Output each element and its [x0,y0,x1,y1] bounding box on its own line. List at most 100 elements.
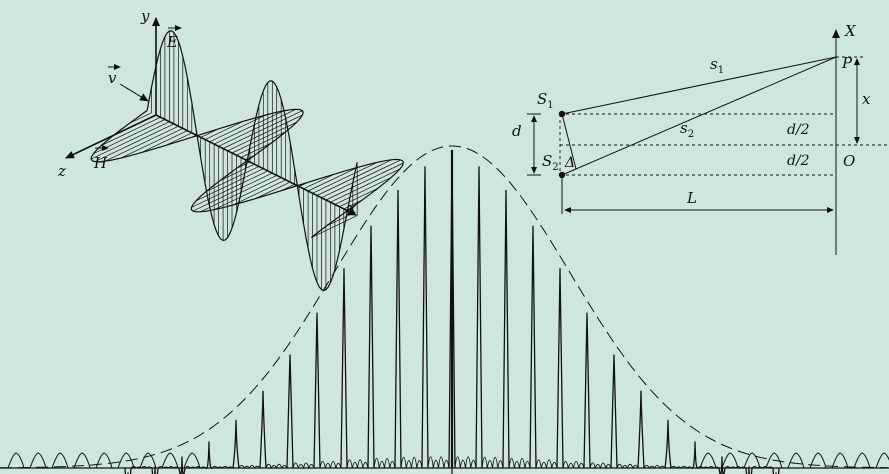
source-s2-dot [558,171,566,179]
interference-peak [556,268,564,469]
h-hatch-line [321,159,401,199]
interference-peak [691,441,699,469]
interference-peak [772,467,780,474]
interference-peak [178,456,186,474]
edge-ripple [7,452,25,469]
secondary-ripple [616,463,639,470]
interference-peaks [124,150,780,474]
x-axis-label: x [348,199,357,217]
interference-peak [151,466,159,474]
interference-peak [529,225,537,469]
edge-ripple [51,452,69,469]
source-s1-dot [558,110,566,118]
secondary-ripple [724,466,747,469]
h-hatch-line [231,121,297,154]
interference-pattern [0,145,889,474]
ray-s2 [561,56,837,176]
edge-ripple [809,452,827,469]
double-slit-diagram: X P x O d d/2 d/2 L Δ S1 S2 s1 s2 [512,22,889,255]
interference-peak [286,354,294,469]
edge-ripple [787,452,805,469]
secondary-ripple [670,465,693,469]
path-s2-label: s2 [680,119,694,140]
h-hatch-line [90,121,170,160]
secondary-ripple [400,456,423,469]
path-difference-line [561,113,577,170]
h-hatch-line [334,177,392,205]
h-hatch-line [213,110,284,145]
interference-peak [637,390,645,469]
edge-ripple [853,452,871,469]
h-hatch-line [200,175,277,213]
s1-label: S1 [537,90,554,111]
interference-peak [340,268,348,469]
secondary-ripple [238,464,261,469]
interference-peak [745,466,753,474]
h-hatch-line [209,114,266,143]
ray-s1 [561,56,837,115]
point-p-label: P [841,54,853,72]
h-hatch-line [307,167,358,192]
interference-peak [313,312,321,469]
interference-peak [583,312,591,469]
secondary-ripple [508,458,531,469]
edge-ripple [95,452,113,469]
velocity-arrow [119,83,149,102]
x-axis [155,114,357,216]
s2-label: S2 [542,152,559,173]
interference-peak [205,441,213,469]
edge-ripple [743,452,761,469]
em-wave-figure: y x z E H v [57,7,405,292]
h-hatch-line [311,215,358,238]
secondary-ripple [319,460,342,469]
h-hatch-line [113,114,157,136]
half-d-top-label: d/2 [787,122,810,138]
edge-ripple [831,452,849,469]
secondary-ripple [346,459,369,469]
h-label-text: H [93,154,108,172]
y-axis-label: y [140,7,150,25]
interference-peak [502,189,510,469]
secondary-ripple [211,465,234,469]
edge-ripple [699,452,717,469]
secondary-ripple [157,466,180,469]
edge-ripple [875,452,889,469]
edge-ripple [721,452,739,469]
secondary-ripple [643,464,666,469]
interference-peak [718,456,726,474]
edge-ripple [183,452,201,469]
edge-ripple [765,452,783,469]
e-field-hatching [151,31,358,290]
half-d-bottom-label: d/2 [787,153,810,169]
edge-ripple [29,452,47,469]
h-hatch-line [339,187,378,208]
h-field-wave [90,108,405,239]
h-hatch-line [222,110,303,149]
e-vector-label: E [166,25,182,51]
h-hatch-line [205,166,260,193]
interference-peak [421,166,429,469]
secondary-ripple [265,463,288,470]
secondary-ripple [589,462,612,470]
h-hatch-line [219,163,255,182]
h-hatch-line [218,108,297,147]
h-field-hatching [90,108,404,238]
h-hatch-line [104,125,179,162]
h-hatch-line [213,177,282,211]
h-hatch-line [205,120,244,140]
interference-peak [259,390,267,469]
h-hatch-line [165,132,192,146]
secondary-ripple [184,466,207,469]
edge-ripple [139,452,157,469]
secondary-ripple [292,462,315,470]
h-hatch-line [255,181,291,199]
secondary-ripple [427,456,450,469]
h-hatch-line [303,173,335,190]
edge-ripple [73,452,91,469]
screen-x-label: X [844,22,857,40]
separation-d-label: d [512,122,522,140]
secondary-ripples [130,456,774,470]
h-hatch-line [236,131,287,156]
